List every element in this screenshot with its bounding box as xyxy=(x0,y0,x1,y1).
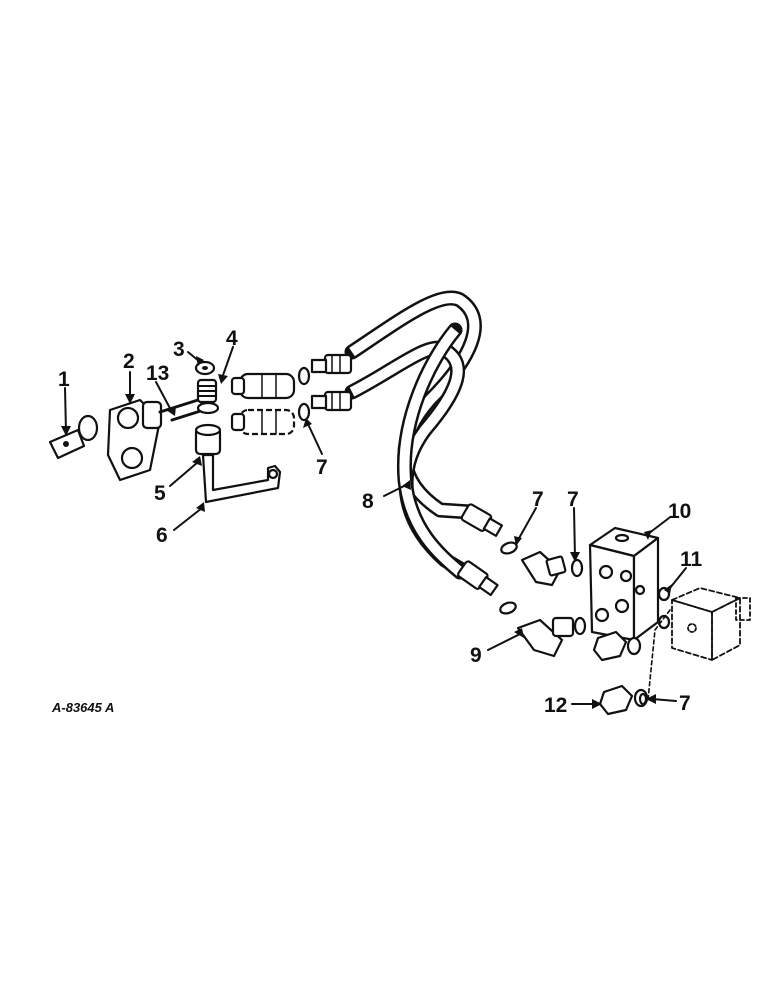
callout-7-plug: 7 xyxy=(679,692,691,715)
spring-part-4 xyxy=(196,378,220,415)
callout-7-block: 7 xyxy=(567,488,579,511)
callout-6: 6 xyxy=(156,524,168,547)
plugs-part-12 xyxy=(592,630,649,716)
quick-coupler-pair xyxy=(230,372,296,436)
callout-labels: 1 2 3 4 5 6 7 7 7 7 8 9 10 11 12 13 xyxy=(58,327,703,717)
callout-4: 4 xyxy=(226,327,238,350)
callout-5: 5 xyxy=(154,482,166,505)
bracket-part-2 xyxy=(106,398,163,482)
callout-8: 8 xyxy=(362,490,374,513)
callout-12: 12 xyxy=(544,694,567,717)
callout-2: 2 xyxy=(123,350,135,373)
bushing-part-5 xyxy=(194,423,222,456)
drawing-code: A-83645 A xyxy=(51,700,114,715)
valve-block-part-10 xyxy=(588,526,660,642)
callout-3: 3 xyxy=(173,338,185,361)
hose-assembly xyxy=(344,290,482,580)
lever-part-6 xyxy=(201,453,282,504)
callout-11: 11 xyxy=(680,548,703,571)
callout-7-couplers: 7 xyxy=(316,456,328,479)
callout-9: 9 xyxy=(470,644,482,667)
callout-13: 13 xyxy=(146,362,169,385)
callout-10: 10 xyxy=(668,500,691,523)
elbow-fittings-part-9 xyxy=(516,550,575,658)
o-rings-coupler xyxy=(297,366,311,422)
mating-valve-reference xyxy=(647,587,751,701)
clip-part-1 xyxy=(48,414,99,460)
callout-1: 1 xyxy=(58,368,70,391)
leader-arrowheads xyxy=(61,356,672,709)
o-rings-elbow xyxy=(499,541,587,636)
callout-7-elbow-upper: 7 xyxy=(532,488,544,511)
hose-end-fittings-upper xyxy=(310,353,353,412)
washer-part-3 xyxy=(194,360,216,376)
leader-lines xyxy=(64,346,687,705)
hose-end-fittings-lower xyxy=(457,503,504,597)
